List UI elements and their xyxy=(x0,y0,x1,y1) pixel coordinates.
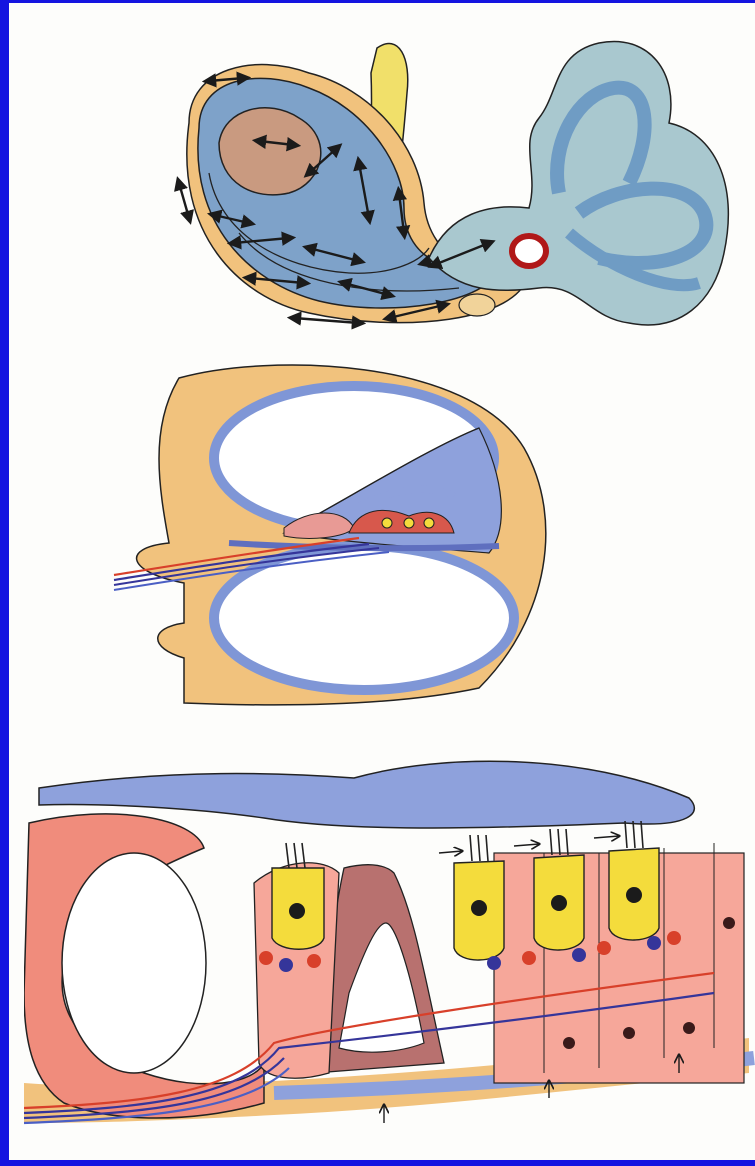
oval-window xyxy=(459,294,495,316)
cochlea-labyrinth-drawing xyxy=(159,33,749,343)
organ-of-corti-panel xyxy=(24,743,755,1163)
double-arrow-icon xyxy=(179,183,189,218)
outer-hair-cell-2 xyxy=(534,829,584,950)
cell-nucleus xyxy=(683,1022,695,1034)
hair-cell-nucleus xyxy=(289,903,305,919)
outer-hair-cell-3 xyxy=(609,821,659,940)
right-arrow-icon xyxy=(594,836,619,838)
hair-cell-small xyxy=(404,518,414,528)
cochlear-cross-section-panel xyxy=(109,358,569,718)
round-window-icon xyxy=(512,236,546,266)
right-arrow-icon xyxy=(514,844,539,846)
hair-cell-small xyxy=(424,518,434,528)
organ-of-corti-drawing xyxy=(24,743,755,1163)
hair-cell-small xyxy=(382,518,392,528)
deflection-arrows xyxy=(439,836,619,853)
right-arrow-icon xyxy=(439,851,462,853)
cell-nucleus xyxy=(723,917,735,929)
inner-sulcus xyxy=(62,853,206,1073)
cell-nucleus xyxy=(623,1027,635,1039)
cochlea-labyrinth-panel xyxy=(159,33,749,343)
cell-nucleus xyxy=(563,1037,575,1049)
cochlear-cross-section-drawing xyxy=(109,358,569,718)
